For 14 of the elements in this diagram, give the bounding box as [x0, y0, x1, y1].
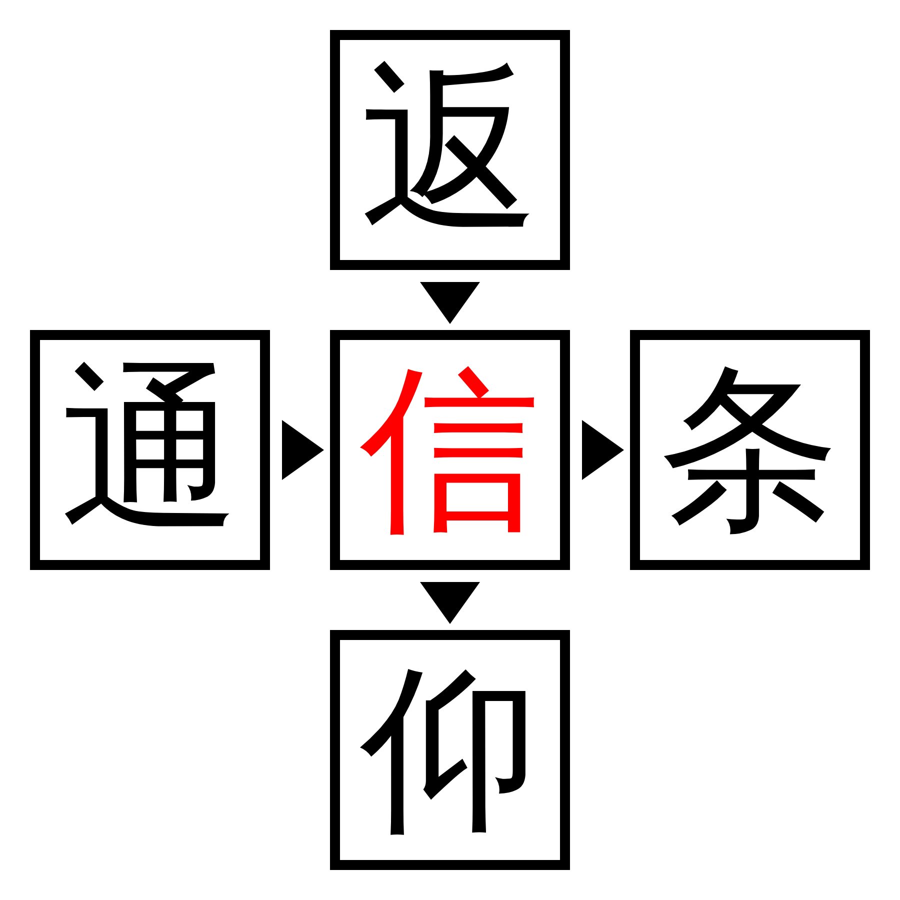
character-box: [330, 330, 570, 570]
character-box: [330, 630, 570, 870]
chinese-character: 返: [360, 60, 540, 240]
arrow: [582, 420, 624, 480]
chinese-character: 条: [660, 360, 840, 540]
character-box: [630, 330, 870, 570]
arrow: [282, 420, 324, 480]
chinese-character: 仰: [360, 660, 540, 840]
character-box: [330, 30, 570, 270]
arrow: [420, 582, 480, 624]
chinese-character: 通: [60, 360, 240, 540]
chinese-character: 信: [360, 360, 540, 540]
arrow: [420, 282, 480, 324]
character-box: [30, 330, 270, 570]
